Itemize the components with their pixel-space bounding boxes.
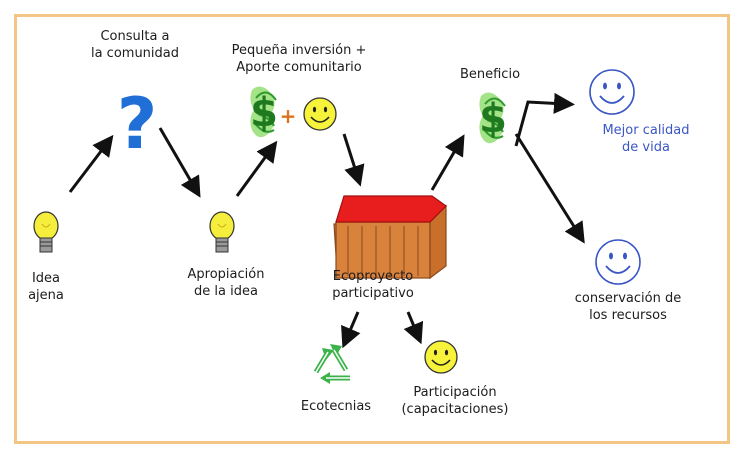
smiley-icon [589, 69, 635, 115]
smiley-icon [424, 340, 458, 374]
label-apropiacion: Apropiación de la idea [187, 267, 265, 299]
label-conservacion: conservación de los recursos [574, 291, 682, 323]
arrow-ecoproyecto-to-beneficio [430, 134, 465, 191]
dollar-icon: $ [478, 91, 507, 145]
arrow-apropiacion-to-inversion [235, 140, 278, 197]
label-calidad: Mejor calidad de vida [602, 123, 690, 155]
label-ecotecnias: Ecotecnias [300, 399, 372, 414]
arrow-inversion-to-ecoproyecto [342, 133, 365, 187]
svg-text:$: $ [250, 90, 278, 136]
arrow-beneficio-to-calidad [514, 92, 575, 147]
arrow-idea-to-consulta [68, 134, 114, 193]
plus-sign: + [280, 104, 297, 128]
dollar-icon: $ [249, 85, 278, 139]
arrow-consulta-to-apropiacion [158, 127, 201, 198]
arrow-beneficio-to-conservacion [514, 133, 585, 244]
arrow-ecoproyecto-to-ecotecnias [341, 311, 361, 349]
lightbulb-icon [33, 211, 59, 253]
label-consulta: Consulta a la comunidad [90, 29, 180, 61]
smiley-icon [303, 97, 337, 131]
recycle-icon [313, 344, 350, 384]
smiley-icon [595, 239, 641, 285]
label-ecoproyecto: Ecoproyecto participativo [332, 269, 414, 301]
label-beneficio: Beneficio [459, 67, 521, 82]
label-inversion: Pequeña inversión + Aporte comunitario [231, 43, 367, 75]
house-icon [333, 195, 447, 280]
arrow-ecoproyecto-to-participacion [403, 311, 424, 345]
lightbulb-icon [209, 211, 235, 253]
label-participacion: Participación (capacitaciones) [401, 385, 509, 417]
question-mark-icon: ? [117, 83, 158, 165]
label-idea: Idea ajena [28, 271, 64, 303]
svg-text:$: $ [479, 96, 507, 142]
